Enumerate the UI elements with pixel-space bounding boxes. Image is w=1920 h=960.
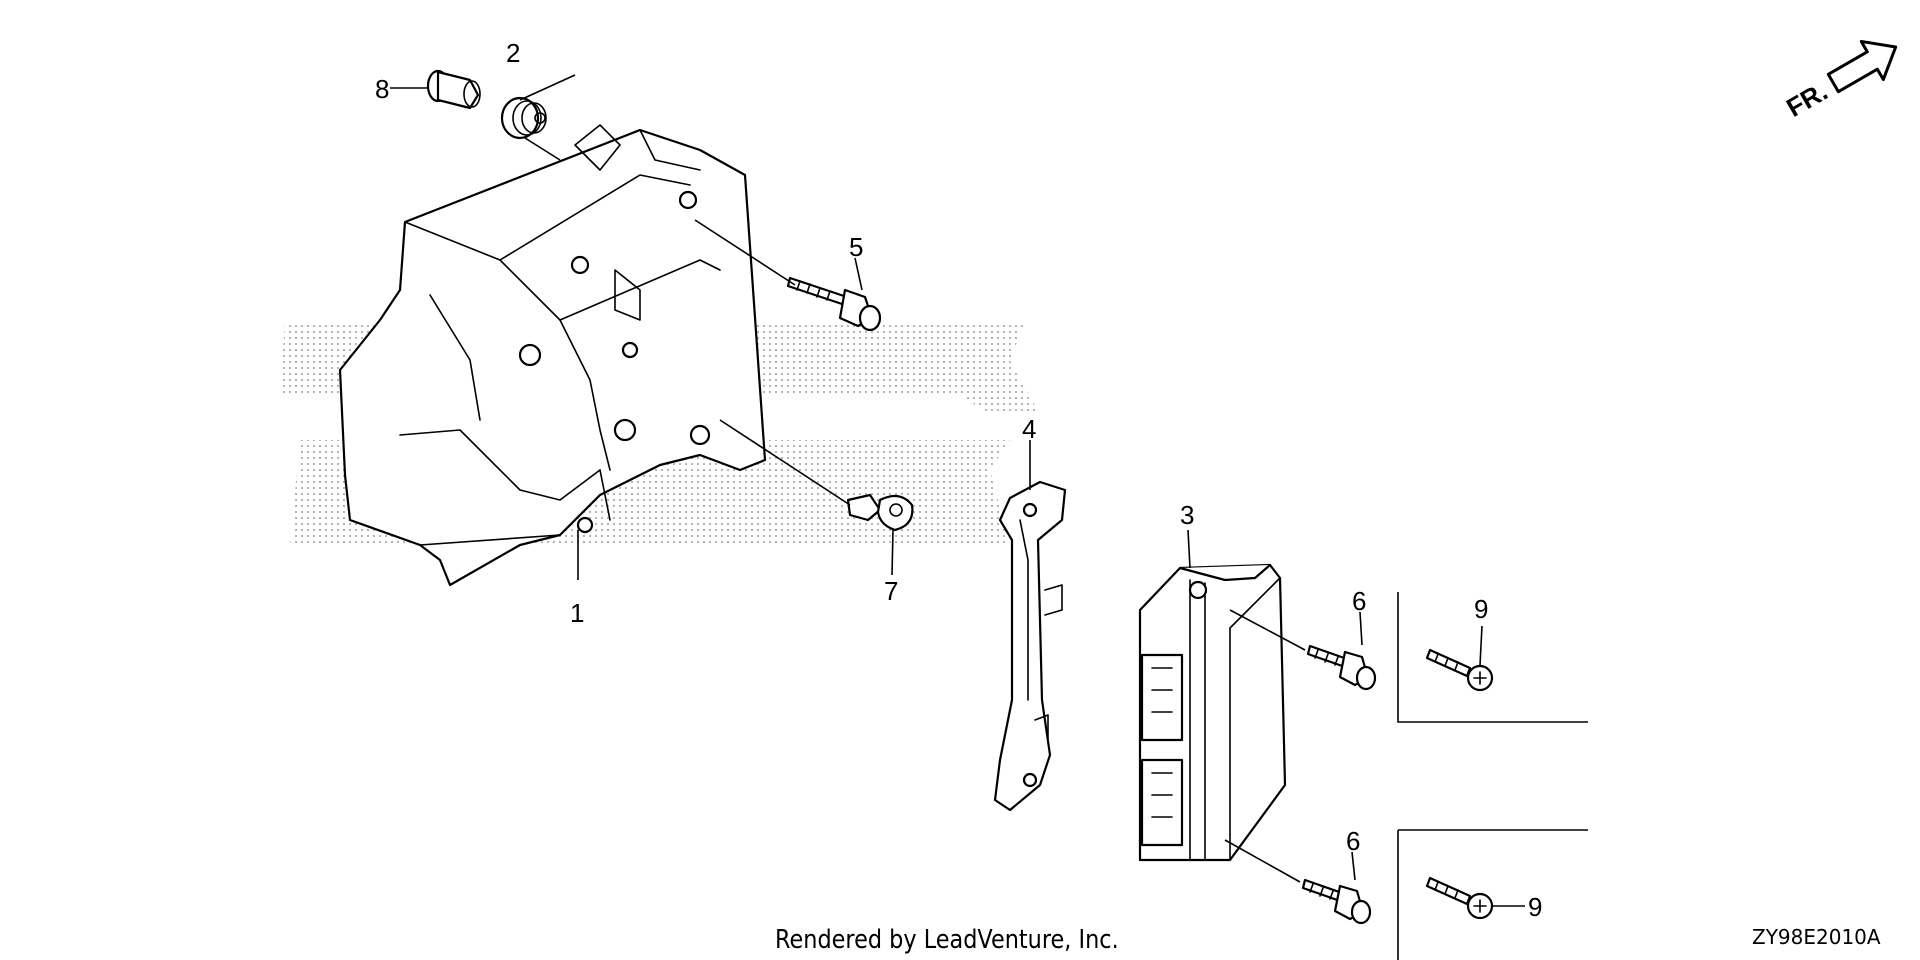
grommet-part-2 xyxy=(500,96,547,140)
bolt-part-9-upper xyxy=(1425,648,1494,692)
render-credit: Rendered by LeadVenture, Inc. xyxy=(775,925,1119,955)
callout-9-upper: 9 xyxy=(1474,594,1488,624)
callout-labels: 1 2 3 4 5 6 6 7 8 9 9 xyxy=(375,38,1542,922)
leader-lines xyxy=(390,74,1525,907)
callout-3: 3 xyxy=(1180,500,1194,530)
clip-part-7 xyxy=(846,493,914,532)
collar-part-8 xyxy=(426,69,481,110)
callout-6-upper: 6 xyxy=(1352,586,1366,616)
callout-8: 8 xyxy=(375,74,389,104)
callout-6-lower: 6 xyxy=(1346,826,1360,856)
control-unit-part-3 xyxy=(1138,563,1287,862)
callout-5: 5 xyxy=(849,232,863,262)
bracket-part-1 xyxy=(338,124,767,587)
callout-4: 4 xyxy=(1022,414,1036,444)
callout-2: 2 xyxy=(506,38,520,68)
callout-7: 7 xyxy=(884,576,898,606)
bolt-part-5 xyxy=(786,276,882,332)
bolt-part-6-lower xyxy=(1301,878,1372,925)
front-label: FR. xyxy=(1781,76,1832,123)
callout-1: 1 xyxy=(570,598,584,628)
front-direction-indicator: FR. xyxy=(1781,39,1898,123)
diagram-code: ZY98E2010A xyxy=(1752,925,1881,949)
bolt-part-6-upper xyxy=(1306,644,1377,691)
front-arrow-icon xyxy=(1826,39,1898,94)
stay-part-4 xyxy=(993,480,1067,812)
option-box-upper xyxy=(1397,592,1588,723)
option-box-lower xyxy=(1397,829,1588,960)
bolt-part-9-lower xyxy=(1425,876,1494,920)
callout-9-lower: 9 xyxy=(1528,892,1542,922)
